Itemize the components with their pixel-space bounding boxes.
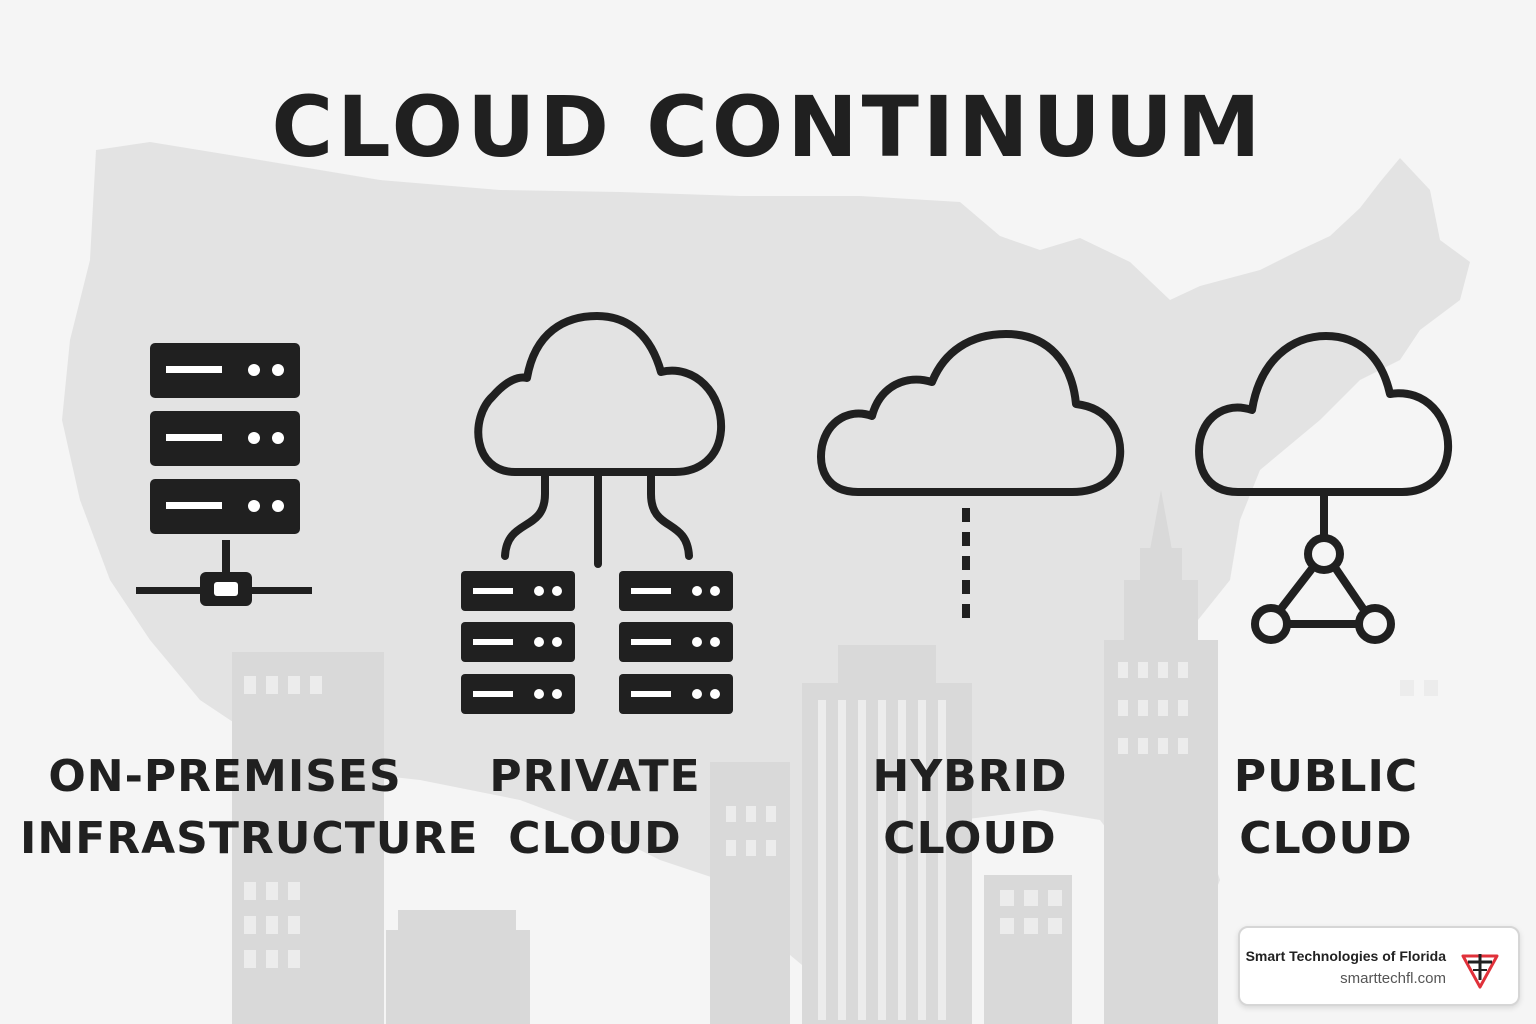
public-cloud-network-icon — [1195, 332, 1453, 644]
tier-label-hybrid: HYBRID CLOUD — [810, 746, 1130, 870]
server-rack-network-icon — [136, 343, 312, 606]
tier-label-line1: ON-PREMISES — [48, 751, 402, 802]
hybrid-cloud-dashed-link-icon — [817, 330, 1125, 618]
private-cloud-servers-icon — [461, 312, 733, 714]
tier-label-line2: CLOUD — [883, 813, 1057, 864]
cloud-outline-icon — [474, 312, 726, 476]
tier-label-private: PRIVATE CLOUD — [435, 746, 755, 870]
page-title: CLOUD CONTINUUM — [271, 78, 1265, 176]
tier-label-on-premises: ON-PREMISES INFRASTRUCTURE — [20, 746, 479, 870]
tier-label-line2: CLOUD — [508, 813, 682, 864]
tier-label-line1: PRIVATE — [489, 751, 701, 802]
company-url[interactable]: smarttechfl.com — [1340, 970, 1446, 987]
tier-label-line1: HYBRID — [872, 751, 1068, 802]
tier-label-line1: PUBLIC — [1233, 751, 1419, 802]
tier-label-line2: INFRASTRUCTURE — [20, 813, 479, 864]
tf-triangle-logo-icon — [1461, 954, 1499, 989]
cloud-outline-icon — [1195, 332, 1453, 496]
skyline-windows — [244, 662, 1438, 1020]
tier-label-line2: CLOUD — [1239, 813, 1413, 864]
tier-label-public: PUBLIC CLOUD — [1166, 746, 1486, 870]
company-name: Smart Technologies of Florida — [1245, 948, 1446, 964]
company-badge[interactable]: Smart Technologies of Florida smarttechf… — [1238, 926, 1520, 1006]
cloud-outline-icon — [817, 330, 1125, 496]
